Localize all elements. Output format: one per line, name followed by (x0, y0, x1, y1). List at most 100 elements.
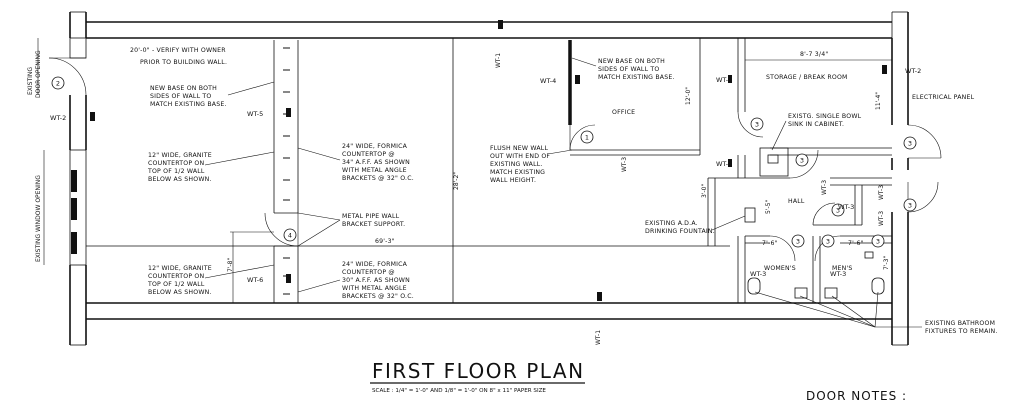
note-existing-door-opening: EXISTING DOOR OPENING (27, 38, 42, 98)
door-mark: 3 (821, 234, 835, 248)
svg-text:WALL HEIGHT.: WALL HEIGHT. (490, 177, 536, 184)
svg-text:WT-3: WT-3 (878, 211, 885, 226)
svg-text:FLUSH NEW WALL: FLUSH NEW WALL (490, 145, 548, 152)
note-flush-wall: FLUSH NEW WALL OUT WITH END OF EXISTING … (490, 145, 573, 184)
plan-scale: SCALE : 1/4" = 1'-0" AND 1/8" = 1'-0" ON… (372, 388, 546, 394)
wall-tag-wt3: WT-3 (830, 270, 846, 278)
dim-storage-width: 8'-7 3/4" (800, 51, 828, 58)
door-mark: 3 (791, 234, 805, 248)
door-mark: 1 (580, 130, 594, 144)
svg-text:EXISTING A.D.A.: EXISTING A.D.A. (645, 220, 698, 227)
svg-text:TOP OF 1/2 WALL: TOP OF 1/2 WALL (147, 168, 205, 175)
wall-tag-wt2-right: WT-2 (882, 65, 921, 75)
svg-text:DRINKING FOUNTAIN.: DRINKING FOUNTAIN. (645, 228, 715, 235)
svg-text:WT-1: WT-1 (595, 330, 602, 345)
svg-text:DOOR OPENING: DOOR OPENING (35, 50, 42, 98)
note-new-base-left: NEW BASE ON BOTH SIDES OF WALL TO MATCH … (150, 81, 275, 108)
svg-text:WT-3: WT-3 (830, 270, 846, 278)
svg-text:EXISTING WINDOW OPENING: EXISTING WINDOW OPENING (35, 175, 42, 262)
note-existing-window-opening: EXISTING WINDOW OPENING (35, 150, 45, 265)
svg-text:WT-2: WT-2 (905, 67, 921, 75)
note-formica-top: 24" WIDE, FORMICA COUNTERTOP @ 34" A.F.F… (297, 143, 414, 182)
svg-text:TOP OF 1/2 WALL: TOP OF 1/2 WALL (147, 281, 205, 288)
svg-text:3: 3 (876, 238, 880, 246)
door-mark: 3 (831, 203, 845, 217)
svg-text:MATCH EXISTING BASE.: MATCH EXISTING BASE. (598, 74, 675, 81)
room-electrical: ELECTRICAL PANEL (912, 94, 975, 101)
svg-text:EXISTG. SINGLE BOWL: EXISTG. SINGLE BOWL (788, 113, 862, 120)
wall-tag-wt1-bottom: WT-1 (595, 292, 602, 345)
dim-top-width-note: PRIOR TO BUILDING WALL. (140, 59, 227, 66)
svg-text:WT-3: WT-3 (878, 185, 885, 200)
note-bath-fixtures: EXISTING BATHROOM FIXTURES TO REMAIN. (754, 291, 998, 335)
door-mark: 3 (871, 234, 885, 248)
svg-text:SIDES OF WALL TO: SIDES OF WALL TO (598, 66, 659, 73)
svg-text:3: 3 (755, 121, 759, 129)
svg-text:COUNTERTOP ON: COUNTERTOP ON (148, 160, 205, 167)
svg-text:24" WIDE, FORMICA: 24" WIDE, FORMICA (342, 143, 408, 150)
svg-text:12" WIDE, GRANITE: 12" WIDE, GRANITE (148, 152, 212, 159)
svg-text:SIDES OF WALL TO: SIDES OF WALL TO (150, 93, 211, 100)
wall-type-tags: WT-1 WT-1 WT-2 WT-2 WT-4 WT-5 WT-6 WT-3 … (50, 20, 921, 345)
dim-depth: 28'-2" (453, 172, 460, 190)
wall-tag-wt2-left: WT-2 (50, 112, 95, 122)
svg-text:WT-5: WT-5 (247, 110, 263, 118)
window-opening (69, 149, 87, 266)
dim-width: 69'-3" (375, 238, 395, 245)
svg-text:WITH METAL ANGLE: WITH METAL ANGLE (342, 167, 407, 174)
svg-text:EXISTING: EXISTING (27, 67, 34, 95)
dim-hall-width: 3'-0" (701, 184, 708, 198)
note-granite-top: 12" WIDE, GRANITE COUNTERTOP ON TOP OF 1… (147, 151, 275, 183)
wall-tag-wt4: WT-4 (540, 75, 580, 85)
svg-text:WT-3: WT-3 (750, 270, 766, 278)
svg-text:12" WIDE, GRANITE: 12" WIDE, GRANITE (148, 265, 212, 272)
plan-title: FIRST FLOOR PLAN (372, 359, 585, 383)
door-mark: 3 (903, 198, 917, 212)
svg-text:1: 1 (585, 134, 589, 142)
wall-tag-wt3: WT-3 (716, 75, 732, 84)
door-mark: 4 (283, 228, 297, 242)
svg-text:OUT WITH END OF: OUT WITH END OF (490, 153, 550, 160)
wall-tag-wt3: WT-3 (750, 270, 766, 278)
svg-text:3: 3 (826, 238, 830, 246)
dim-lower-depth: 7'-8" (227, 258, 234, 272)
svg-text:WT-3: WT-3 (716, 76, 732, 84)
svg-text:FIXTURES TO REMAIN.: FIXTURES TO REMAIN. (925, 328, 998, 335)
door-marks: 2 4 1 3 3 3 3 3 3 3 3 (51, 76, 917, 248)
dim-womens-width: 7'-6" (762, 240, 778, 247)
door-swings (48, 57, 942, 262)
note-new-base-office: NEW BASE ON BOTH SIDES OF WALL TO MATCH … (571, 57, 675, 81)
dim-mens-width: 7'-6" (848, 240, 864, 247)
annotations: EXISTING DOOR OPENING EXISTING WINDOW OP… (27, 38, 998, 335)
room-womens: WOMEN'S (764, 265, 796, 272)
dim-storage-depth: 11'-4" (875, 92, 882, 110)
door-notes-heading: DOOR NOTES : (806, 389, 907, 403)
dimensions: 20'-0" - VERIFY WITH OWNER PRIOR TO BUIL… (120, 37, 892, 303)
svg-text:24" WIDE, FORMICA: 24" WIDE, FORMICA (342, 261, 408, 268)
svg-text:BRACKETS @ 32" O.C.: BRACKETS @ 32" O.C. (342, 292, 414, 300)
dim-mens-depth: 7'-3" (883, 256, 890, 270)
svg-text:2: 2 (56, 80, 60, 88)
svg-text:BRACKET SUPPORT.: BRACKET SUPPORT. (342, 221, 405, 228)
dim-top-width: 20'-0" - VERIFY WITH OWNER (130, 47, 226, 54)
wall-tag-wt3: WT-3 (878, 185, 885, 200)
wall-tag-wt6: WT-6 (247, 274, 291, 284)
door-mark: 3 (795, 153, 809, 167)
door-mark: 3 (750, 117, 764, 131)
wall-tag-wt3: WT-3 (821, 180, 828, 195)
svg-text:WT-3: WT-3 (838, 203, 854, 211)
note-fountain: EXISTING A.D.A. DRINKING FOUNTAIN. (645, 215, 746, 235)
svg-text:3: 3 (836, 207, 840, 215)
svg-text:BELOW AS SHOWN.: BELOW AS SHOWN. (148, 176, 212, 183)
wall-tag-wt1-top: WT-1 (495, 20, 503, 68)
room-office: OFFICE (612, 109, 635, 116)
wall-tag-wt3: WT-3 (838, 203, 854, 211)
svg-text:WT-6: WT-6 (247, 276, 263, 284)
svg-text:BRACKETS @ 32" O.C.: BRACKETS @ 32" O.C. (342, 174, 414, 182)
note-formica-bottom: 24" WIDE, FORMICA COUNTERTOP @ 30" A.F.F… (297, 261, 414, 300)
svg-text:COUNTERTOP @: COUNTERTOP @ (342, 150, 395, 158)
note-granite-bottom: 12" WIDE, GRANITE COUNTERTOP ON TOP OF 1… (147, 264, 275, 296)
svg-text:WT-4: WT-4 (540, 77, 556, 85)
svg-text:SINK IN CABINET.: SINK IN CABINET. (788, 121, 844, 128)
